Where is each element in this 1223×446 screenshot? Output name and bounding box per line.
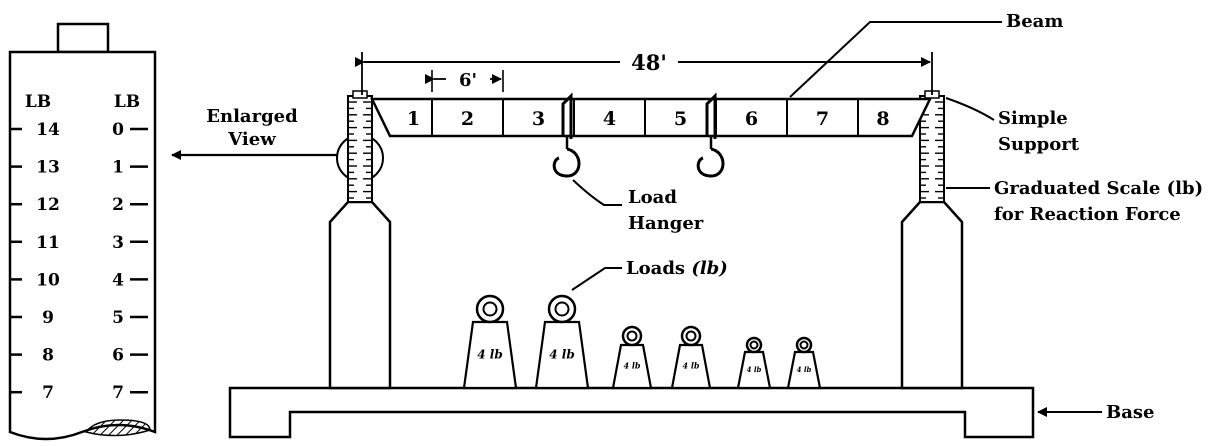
weight-2: 4 lb bbox=[534, 294, 590, 390]
base-callout: Base bbox=[1037, 402, 1154, 423]
beam-segment-label: 6 bbox=[745, 108, 758, 130]
scale-left-tick-label: 9 bbox=[42, 308, 54, 328]
load-hanger-label-line2: Hanger bbox=[628, 213, 704, 234]
load-hanger-label-line1: Load bbox=[628, 187, 677, 208]
left-support bbox=[328, 90, 392, 390]
beam-label: Beam bbox=[1006, 11, 1063, 32]
span-dimension-label: 48' bbox=[631, 50, 667, 75]
loads-label: Loads (lb) bbox=[626, 258, 728, 279]
scale-right-tick-label: 6 bbox=[112, 346, 124, 366]
scale-right-tick-label: 5 bbox=[112, 308, 124, 328]
weight-label: 4 lb bbox=[747, 365, 762, 374]
scale-left-tick-label: 8 bbox=[42, 346, 54, 366]
weight-label: 4 lb bbox=[683, 361, 700, 371]
scale-right-header: LB bbox=[114, 92, 140, 112]
enlarged-view-label-line1: Enlarged bbox=[206, 106, 298, 127]
enlarged-view-callout: Enlarged View bbox=[171, 106, 384, 182]
simple-support-callout: Simple Support bbox=[945, 97, 1080, 155]
beam-segment-label: 4 bbox=[603, 108, 616, 130]
weight-label: 4 lb bbox=[549, 347, 574, 361]
weight-1: 4 lb bbox=[462, 294, 518, 390]
beam-segment-label: 2 bbox=[461, 108, 474, 130]
load-hanger-2 bbox=[696, 92, 725, 178]
graduated-scale-label-line1: Graduated Scale (lb) bbox=[994, 178, 1203, 199]
scale-right-tick-label: 3 bbox=[112, 233, 124, 253]
beam-callout: Beam bbox=[789, 11, 1063, 98]
scale-hatch bbox=[84, 419, 151, 437]
weight-4: 4 lb bbox=[670, 325, 712, 390]
scale-right-tick-label: 7 bbox=[112, 383, 124, 403]
weight-5: 4 lb bbox=[736, 336, 772, 390]
left-graduated-scale bbox=[347, 95, 373, 203]
scale-left-tick-label: 7 bbox=[42, 383, 54, 403]
load-hanger-1 bbox=[552, 92, 581, 178]
load-hanger-callout: Load Hanger bbox=[572, 179, 704, 234]
weight-3: 4 lb bbox=[611, 325, 653, 390]
beam: 1 2 3 4 5 6 7 8 bbox=[370, 97, 932, 138]
simple-support-label-line1: Simple bbox=[998, 108, 1068, 129]
right-support bbox=[900, 90, 964, 390]
scale-cap bbox=[56, 22, 110, 54]
beam-segment-label: 8 bbox=[876, 108, 889, 130]
simple-support-label-line2: Support bbox=[998, 134, 1080, 155]
weight-label: 4 lb bbox=[477, 347, 502, 361]
graduated-scale-label-line2: for Reaction Force bbox=[994, 204, 1181, 225]
right-support-post bbox=[900, 200, 964, 390]
loads-callout: Loads (lb) bbox=[571, 258, 728, 291]
beam-segment-label: 5 bbox=[674, 108, 687, 130]
segment-dimension: 6' bbox=[425, 70, 504, 92]
scale-left-tick-label: 12 bbox=[36, 195, 60, 215]
scale-right-tick-label: 1 bbox=[112, 158, 124, 178]
scale-left-tick-label: 11 bbox=[36, 233, 60, 253]
beam-segment-label: 7 bbox=[816, 108, 829, 130]
segment-dimension-label: 6' bbox=[459, 70, 477, 91]
span-dimension: 48' bbox=[355, 50, 933, 95]
weight-label: 4 lb bbox=[624, 361, 641, 371]
beam-segment-label: 3 bbox=[532, 108, 545, 130]
scale-right-tick-label: 2 bbox=[112, 195, 124, 215]
base-label: Base bbox=[1106, 402, 1154, 423]
enlarged-view-label-line2: View bbox=[227, 129, 276, 150]
beam-body bbox=[370, 97, 932, 138]
scale-left-tick-label: 10 bbox=[36, 270, 60, 290]
weight-6: 4 lb bbox=[786, 336, 822, 390]
base bbox=[228, 386, 1035, 439]
graduated-scale-callout: Graduated Scale (lb) for Reaction Force bbox=[946, 178, 1203, 225]
scale-left-header: LB bbox=[25, 92, 51, 112]
weight-label: 4 lb bbox=[797, 365, 812, 374]
scale-right-tick-label: 0 bbox=[112, 120, 124, 140]
beam-segment-label: 1 bbox=[407, 108, 420, 130]
scale-left-tick-label: 13 bbox=[36, 158, 60, 178]
scale-left-tick-label: 14 bbox=[36, 120, 60, 140]
scale-right-tick-label: 4 bbox=[112, 270, 124, 290]
left-support-post bbox=[328, 200, 392, 390]
weights: 4 lb 4 lb 4 lb 4 lb 4 lb 4 lb bbox=[462, 294, 822, 390]
